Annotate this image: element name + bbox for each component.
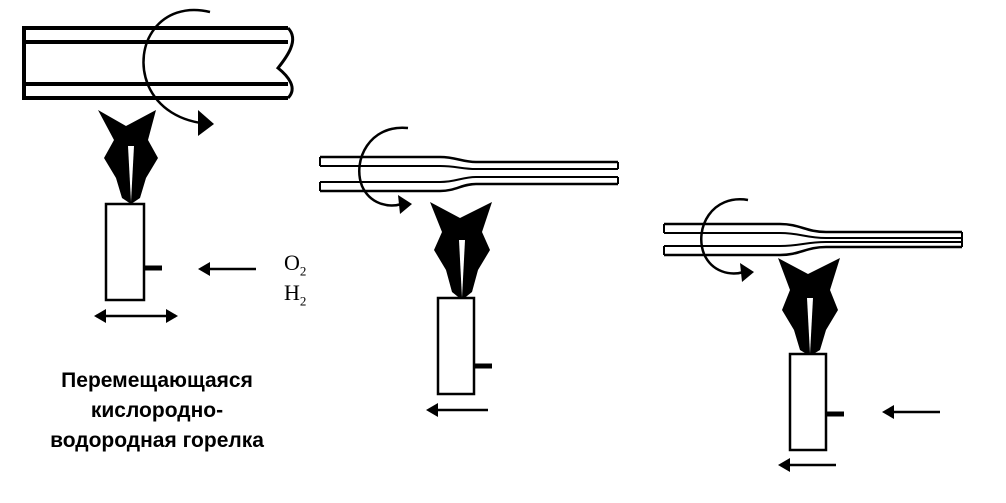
gas-inlet-arrow [198, 262, 256, 276]
tube-necking [319, 155, 619, 193]
caption-line-2: кислородно- [90, 399, 224, 422]
burner-motion-arrow [426, 403, 488, 417]
preform-tube [22, 26, 295, 100]
oxygen-subscript: 2 [299, 263, 307, 279]
burner-caption: Перемещающаяся кислородно- водородная го… [12, 366, 302, 456]
stage-3 [663, 198, 963, 472]
flame [778, 258, 840, 356]
rotation-arrow [142, 8, 214, 136]
burner-motion-arrow [94, 309, 178, 323]
oxygen-symbol: O [284, 250, 300, 275]
burner-motion-arrow [778, 458, 836, 472]
hydrogen-symbol: H [284, 280, 300, 305]
burner [436, 296, 492, 396]
oxygen-label: O2 [284, 250, 306, 279]
hydrogen-label: H2 [284, 280, 306, 309]
stage-1 [22, 8, 295, 323]
caption-line-1: Перемещающаяся [61, 369, 253, 392]
rotation-arrow [358, 126, 412, 214]
tube-necked [663, 222, 963, 257]
stage-2 [319, 126, 619, 417]
flame [98, 110, 158, 204]
burner [104, 202, 162, 302]
hydrogen-subscript: 2 [299, 293, 307, 309]
rotation-arrow [700, 198, 754, 282]
flame [430, 202, 492, 300]
burner [788, 352, 844, 452]
gas-inlet-arrow [882, 405, 940, 419]
caption-line-3: водородная горелка [50, 429, 264, 452]
